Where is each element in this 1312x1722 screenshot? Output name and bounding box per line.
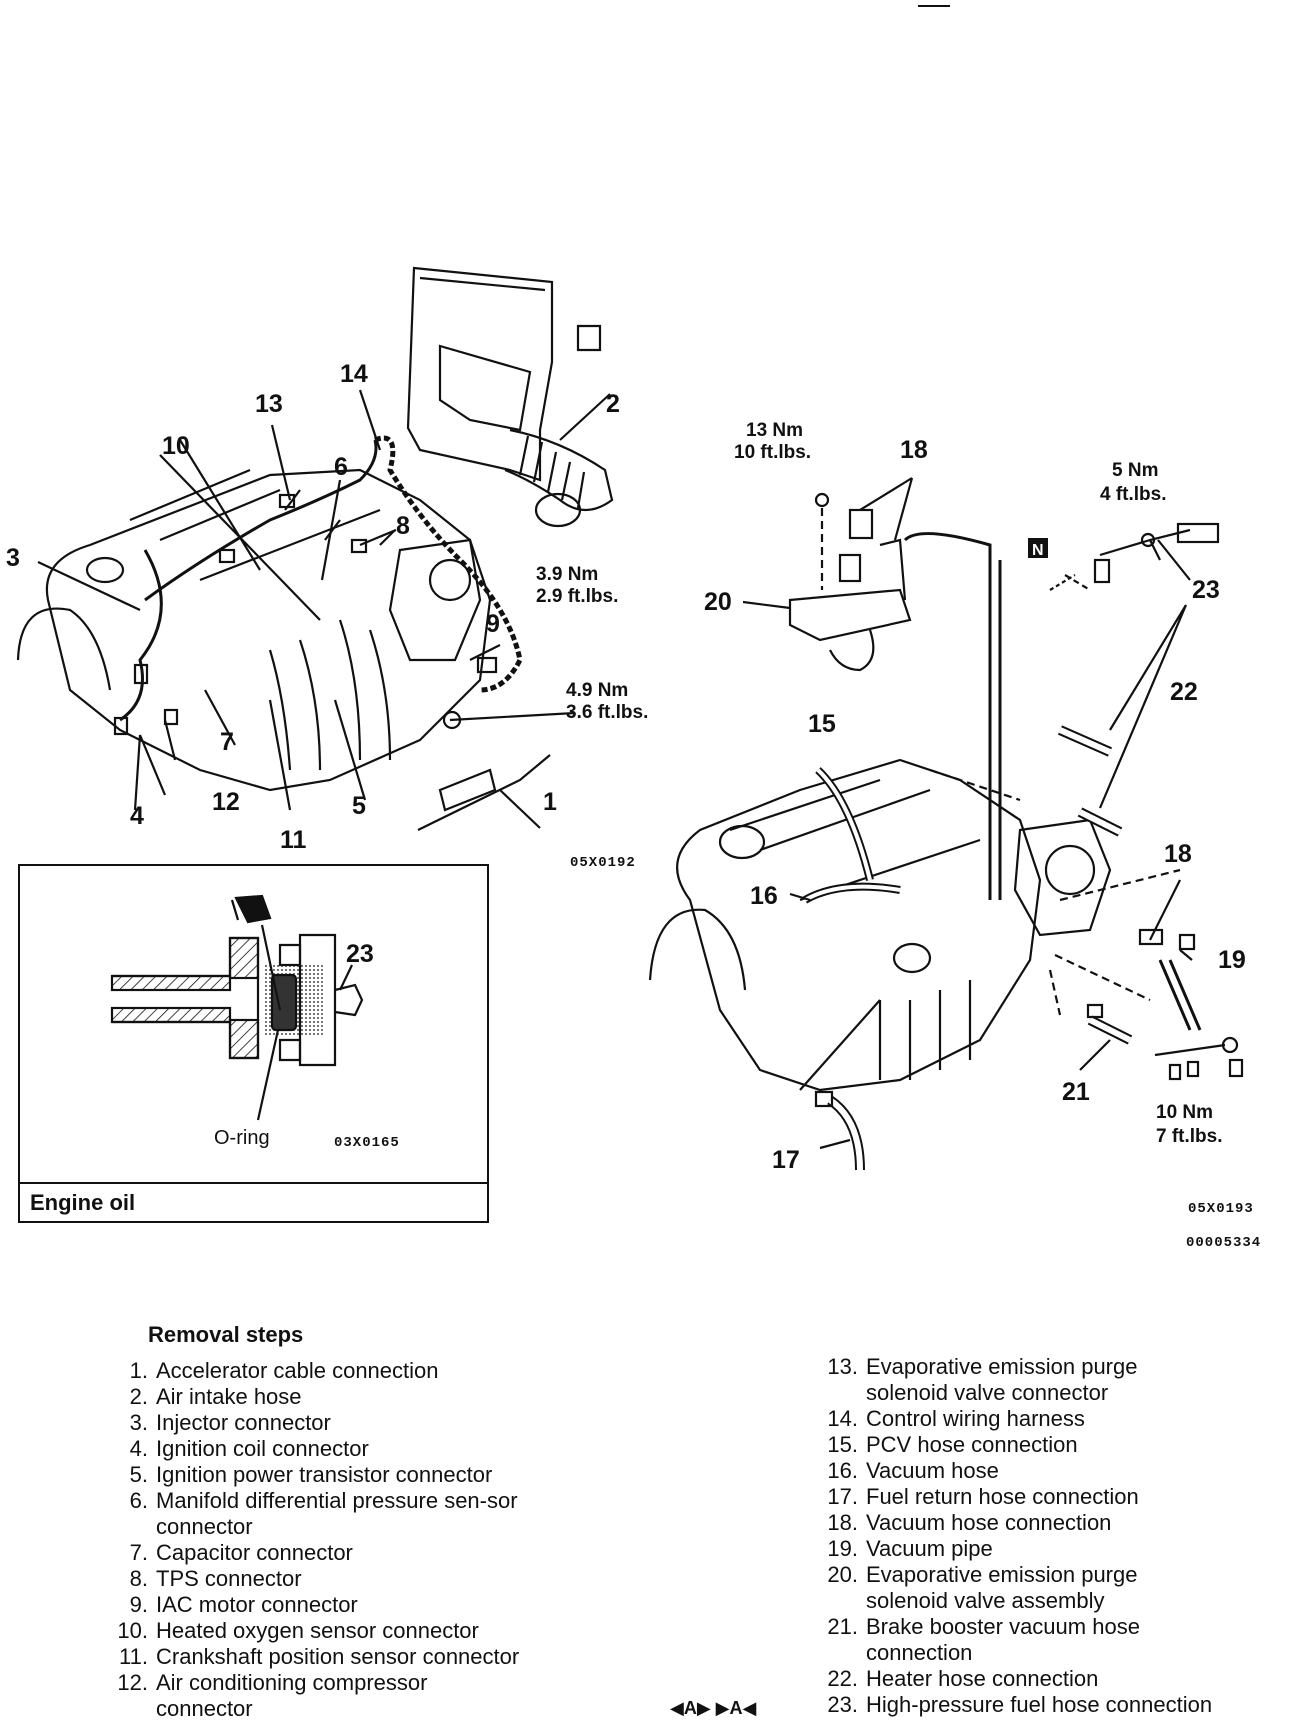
svg-text:3.6 ft.lbs.: 3.6 ft.lbs. bbox=[566, 702, 648, 723]
torque-3-9: 3.9 Nm 2.9 ft.lbs. bbox=[536, 564, 618, 607]
list-item: 4.Ignition coil connector bbox=[129, 1436, 369, 1461]
torque-13: 13 Nm 10 ft.lbs. bbox=[734, 420, 811, 463]
callout-18-right: 18 bbox=[1164, 840, 1192, 868]
drawing-code-left: 05X0192 bbox=[570, 855, 636, 871]
n-marker: N bbox=[1032, 542, 1044, 559]
callout-5: 5 bbox=[352, 792, 366, 820]
callout-2: 2 bbox=[606, 390, 620, 418]
callout-10: 10 bbox=[162, 432, 190, 460]
list-item: 16.Vacuum hose bbox=[827, 1458, 999, 1483]
list-item: 1.Accelerator cable connection bbox=[129, 1358, 439, 1383]
svg-text:5 Nm: 5 Nm bbox=[1112, 460, 1158, 481]
callout-6: 6 bbox=[334, 453, 348, 481]
svg-text:4 ft.lbs.: 4 ft.lbs. bbox=[1100, 484, 1167, 505]
callout-17: 17 bbox=[772, 1146, 800, 1174]
removal-steps-title: Removal steps bbox=[148, 1322, 304, 1347]
callout-16: 16 bbox=[750, 882, 778, 910]
svg-text:4.9 Nm: 4.9 Nm bbox=[566, 680, 628, 701]
callout-1: 1 bbox=[543, 788, 557, 816]
list-item: 14.Control wiring harness bbox=[827, 1406, 1085, 1431]
inset-frame bbox=[18, 864, 489, 1223]
list-item: 13.Evaporative emission purge solenoid v… bbox=[827, 1354, 1138, 1405]
list-item: 2.Air intake hose bbox=[129, 1384, 302, 1409]
list-item: 9.IAC motor connector bbox=[129, 1592, 358, 1617]
callout-21: 21 bbox=[1062, 1078, 1090, 1106]
callout-9: 9 bbox=[486, 610, 500, 638]
list-item: 11.Crankshaft position sensor connector bbox=[119, 1644, 520, 1669]
inset-callout-23: 23 bbox=[346, 940, 374, 968]
svg-text:3.9 Nm: 3.9 Nm bbox=[536, 564, 598, 585]
list-item: 18.Vacuum hose connection bbox=[827, 1510, 1112, 1535]
list-item: 17.Fuel return hose connection bbox=[827, 1484, 1139, 1509]
callout-18-top: 18 bbox=[900, 436, 928, 464]
drawing-code-inset: 03X0165 bbox=[334, 1135, 400, 1151]
callout-13: 13 bbox=[255, 390, 283, 418]
step-markers: ◀A▶ ▶A◀ bbox=[670, 1698, 757, 1718]
callout-3: 3 bbox=[6, 544, 20, 572]
page-code: 00005334 bbox=[1186, 1235, 1261, 1251]
svg-text:2.9 ft.lbs.: 2.9 ft.lbs. bbox=[536, 586, 618, 607]
svg-text:10 Nm: 10 Nm bbox=[1156, 1102, 1213, 1123]
list-item: 12.Air conditioning compressor connector bbox=[117, 1670, 428, 1721]
list-item: 6.Manifold differential pressure sen-sor… bbox=[129, 1488, 518, 1539]
inset-caption: Engine oil bbox=[30, 1190, 136, 1215]
torque-4-9: 4.9 Nm 3.6 ft.lbs. bbox=[566, 680, 648, 723]
callout-7: 7 bbox=[220, 728, 234, 756]
list-item: 20.Evaporative emission purge solenoid v… bbox=[827, 1562, 1138, 1613]
callout-23: 23 bbox=[1192, 576, 1220, 604]
svg-text:10 ft.lbs.: 10 ft.lbs. bbox=[734, 442, 811, 463]
list-item: 7.Capacitor connector bbox=[129, 1540, 353, 1565]
list-item: 22.Heater hose connection bbox=[827, 1666, 1099, 1691]
callout-14: 14 bbox=[340, 360, 368, 388]
callout-8: 8 bbox=[396, 512, 410, 540]
left-engine-drawing bbox=[16, 266, 614, 831]
torque-10: 10 Nm 7 ft.lbs. bbox=[1156, 1102, 1223, 1147]
list-item: 10.Heated oxygen sensor connector bbox=[117, 1618, 479, 1643]
list-item: 23.High-pressure fuel hose connection bbox=[827, 1692, 1213, 1717]
list-item: 8.TPS connector bbox=[129, 1566, 302, 1591]
engine-removal-diagram: 14 13 2 10 6 8 3 9 7 1 12 5 4 11 3.9 Nm … bbox=[6, 5, 1261, 1251]
drawing-code-right: 05X0193 bbox=[1188, 1201, 1254, 1217]
o-ring-label: O-ring bbox=[214, 1127, 270, 1149]
removal-steps-right: 13.Evaporative emission purge solenoid v… bbox=[826, 1354, 1306, 1718]
callout-19: 19 bbox=[1218, 946, 1246, 974]
removal-steps-left: 1.Accelerator cable connection 2.Air int… bbox=[116, 1358, 636, 1722]
list-item: 3.Injector connector bbox=[129, 1410, 331, 1435]
callout-12: 12 bbox=[212, 788, 240, 816]
svg-text:7 ft.lbs.: 7 ft.lbs. bbox=[1156, 1126, 1223, 1147]
list-item: 21.Brake booster vacuum hose connection bbox=[827, 1614, 1140, 1665]
svg-text:13 Nm: 13 Nm bbox=[746, 420, 803, 441]
torque-5: 5 Nm 4 ft.lbs. bbox=[1100, 460, 1167, 505]
list-item: 15.PCV hose connection bbox=[827, 1432, 1078, 1457]
callout-4: 4 bbox=[130, 802, 144, 830]
inset-drawing bbox=[110, 894, 364, 1121]
callout-15: 15 bbox=[808, 710, 836, 738]
callout-11: 11 bbox=[280, 826, 307, 854]
callout-20: 20 bbox=[704, 588, 732, 616]
callout-22: 22 bbox=[1170, 678, 1198, 706]
list-item: 5.Ignition power transistor connector bbox=[129, 1462, 493, 1487]
n-marker-box bbox=[1028, 538, 1048, 558]
inset-divider bbox=[18, 1182, 487, 1184]
right-engine-drawing bbox=[648, 477, 1244, 1171]
list-item: 19.Vacuum pipe bbox=[827, 1536, 993, 1561]
